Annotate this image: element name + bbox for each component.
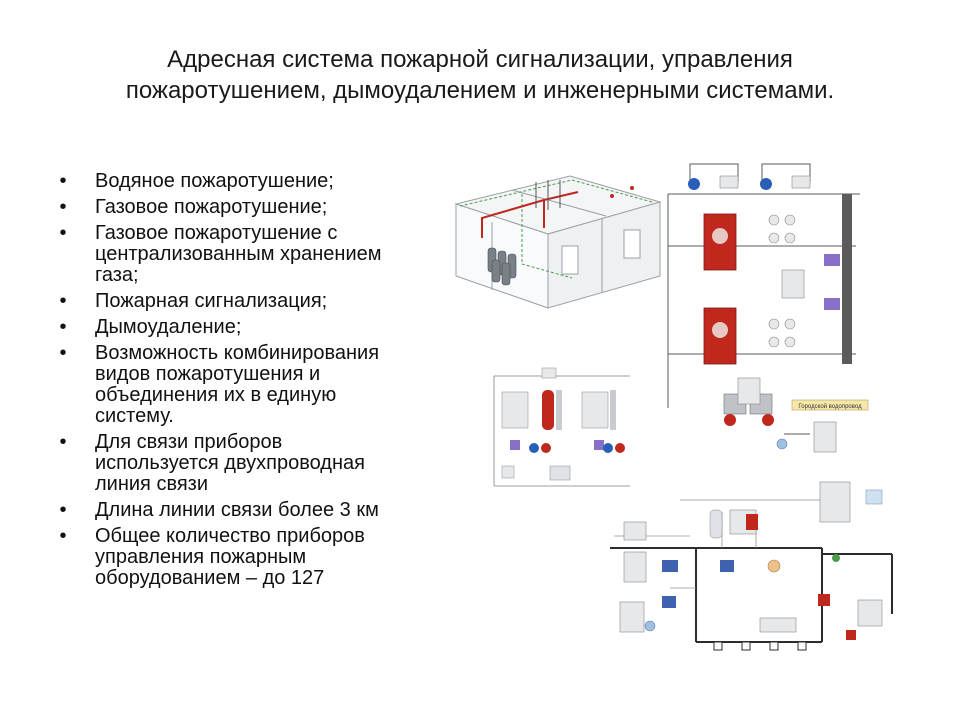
city-water-label: Городской водопровод xyxy=(798,403,862,410)
bullet-marker: • xyxy=(59,222,67,244)
feature-item-text: централизованным хранением xyxy=(95,243,382,265)
feature-item-text: оборудованием – до 127 xyxy=(95,567,325,589)
bullet-marker: • xyxy=(59,525,67,547)
bullet-marker: • xyxy=(59,170,67,192)
bullet-marker: • xyxy=(59,499,67,521)
title-line-2: пожаротушением, дымоудалением и инженерн… xyxy=(125,77,835,104)
engineering-systems-diagram xyxy=(610,481,893,651)
feature-item-text: Газовое пожаротушение; xyxy=(95,196,328,218)
feature-item: • Пожарная сигнализация; xyxy=(56,291,446,312)
feature-item: • Газовое пожаротушение; xyxy=(56,197,446,218)
feature-item-text: газа; xyxy=(95,264,139,286)
feature-item-text: объединения их в единую xyxy=(95,384,337,406)
bullet-marker: • xyxy=(59,431,67,453)
feature-item-text: Для связи приборов xyxy=(95,431,283,453)
feature-item-text: Водяное пожаротушение; xyxy=(95,170,334,192)
feature-item-text: Длина линии связи более 3 км xyxy=(95,499,379,521)
slide-title: Адресная система пожарной сигнализации, … xyxy=(40,44,920,106)
bullet-marker: • xyxy=(59,290,67,312)
gas-control-diagram xyxy=(493,367,630,487)
feature-item-text: линия связи xyxy=(95,473,209,495)
bullet-marker: • xyxy=(59,342,67,364)
feature-item-text: систему. xyxy=(95,405,174,427)
feature-item-text: Общее количество приборов xyxy=(95,525,365,547)
feature-item-text: Возможность комбинирования xyxy=(95,342,380,364)
feature-item: • Водяное пожаротушение; xyxy=(56,171,446,192)
feature-item-text: управления пожарным xyxy=(95,546,307,568)
title-line-1: Адресная система пожарной сигнализации, … xyxy=(167,46,793,73)
water-extinguishing-diagram: Городской водопровод xyxy=(667,163,869,453)
feature-list: • Водяное пожаротушение; • Газовое пожароту… xyxy=(56,171,446,594)
room-isometric-diagram xyxy=(454,175,662,309)
feature-item-text: Дымоудаление; xyxy=(95,316,242,338)
feature-item-text: Газовое пожаротушение с xyxy=(95,222,338,244)
feature-item-text: используется двухпроводная xyxy=(95,452,365,474)
feature-item: • Длина линии связи более 3 км xyxy=(56,500,446,521)
feature-item-text: Пожарная сигнализация; xyxy=(95,290,328,312)
bullet-marker: • xyxy=(59,316,67,338)
feature-item-text: видов пожаротушения и xyxy=(95,363,321,385)
feature-item: • Дымоудаление; xyxy=(56,317,446,338)
bullet-marker: • xyxy=(59,196,67,218)
